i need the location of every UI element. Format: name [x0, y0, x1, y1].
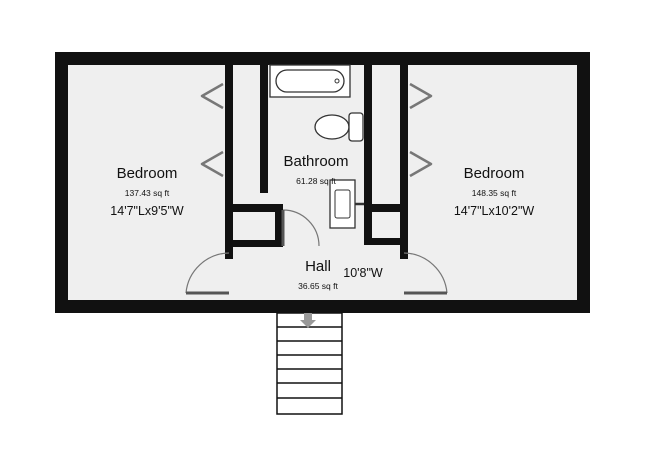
- stairs: [276, 312, 343, 415]
- right-bedroom-name: Bedroom: [463, 165, 525, 182]
- bathroom-door: [282, 209, 320, 247]
- stairs-arrow-icon: [300, 313, 316, 328]
- vanity-sink: [329, 179, 364, 229]
- bathtub: [269, 64, 351, 98]
- doors: [185, 209, 448, 295]
- left-bedroom-area: 137.43 sq ft: [124, 188, 170, 198]
- left-bedroom-name: Bedroom: [116, 165, 178, 182]
- floor: [62, 58, 582, 306]
- closet-door-marks: [200, 82, 433, 178]
- right-bedroom-door: [403, 252, 448, 294]
- toilet: [314, 112, 364, 142]
- hall-dimensions: 10'8"W: [343, 266, 383, 280]
- door-openings: [225, 204, 408, 295]
- right-bedroom-dimensions: 14'7"Lx10'2"W: [453, 204, 535, 218]
- left-bedroom-door: [185, 252, 230, 294]
- left-bedroom-dimensions: 14'7"Lx9'5"W: [110, 204, 184, 218]
- hall-name: Hall: [305, 258, 331, 275]
- exterior-walls: [55, 52, 590, 313]
- hall-area: 36.65 sq ft: [298, 281, 338, 291]
- bathroom-area: 61.28 sq ft: [296, 176, 336, 186]
- right-bedroom-area: 148.35 sq ft: [471, 188, 517, 198]
- bathroom-name: Bathroom: [283, 153, 349, 170]
